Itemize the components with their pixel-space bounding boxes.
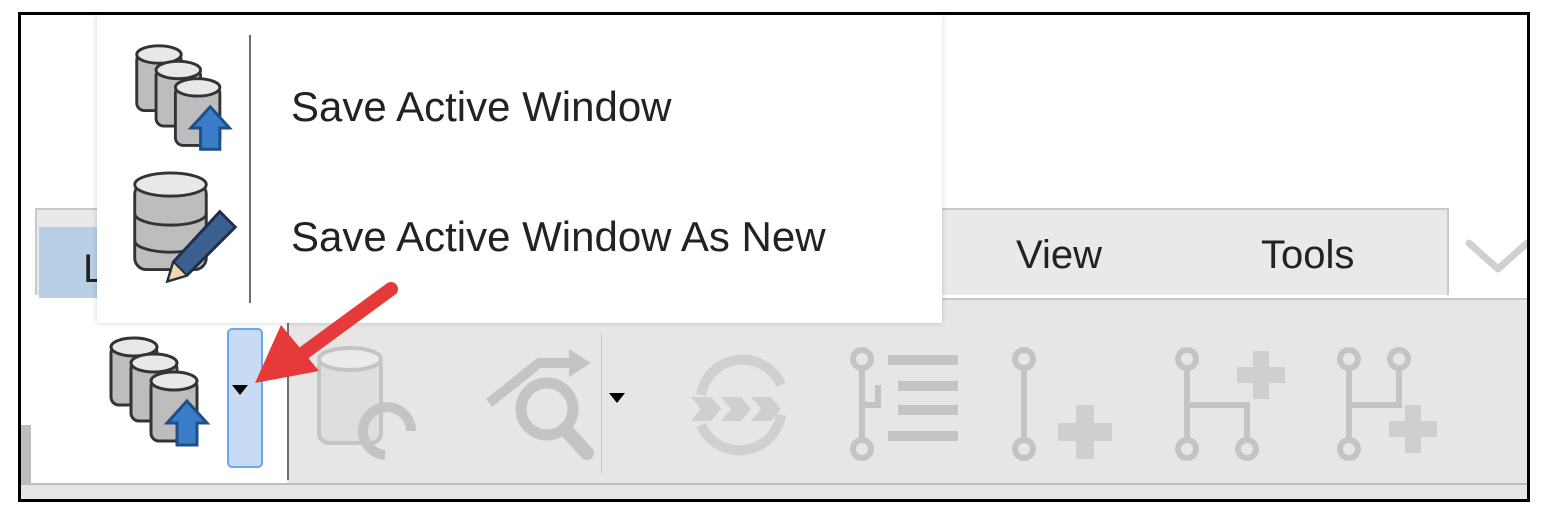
tree-list-icon: [850, 347, 958, 461]
menu-item-label: Save Active Window As New: [291, 213, 826, 260]
tab-view[interactable]: View: [1016, 233, 1102, 277]
menu-item-save-active-window-as-new[interactable]: Save Active Window As New: [97, 165, 942, 295]
query-search-icon: [485, 349, 594, 460]
add-node-icon: [1012, 347, 1112, 461]
add-branch-icon: [1175, 347, 1285, 461]
database-refresh-icon: [317, 346, 416, 460]
sync-icon: [691, 354, 786, 456]
ribbon-separator-2: [601, 333, 602, 473]
query-dropdown-arrow-icon: [609, 393, 625, 403]
save-dropdown-arrow-icon: [232, 385, 248, 395]
tab-tools[interactable]: Tools: [1261, 233, 1355, 277]
menu-item-label: Save Active Window: [291, 83, 672, 130]
database-upload-icon: [135, 44, 233, 151]
ribbon-separator: [287, 315, 289, 480]
menu-item-save-active-window[interactable]: Save Active Window: [97, 35, 942, 165]
add-child-icon: [1337, 347, 1437, 461]
save-dropdown-button[interactable]: [227, 328, 263, 468]
app-window: L View Tools: [18, 12, 1530, 502]
database-edit-icon: [133, 171, 238, 284]
status-strip: [21, 483, 1527, 499]
annotation-arrow: [255, 282, 398, 383]
menu-icon-separator: [249, 35, 251, 303]
save-dropdown-menu: Save Active Window Save Active Window As…: [97, 15, 942, 323]
ribbon-edge: [21, 425, 31, 483]
database-upload-icon[interactable]: [103, 333, 223, 453]
chevron-down-icon[interactable]: [1457, 213, 1530, 297]
